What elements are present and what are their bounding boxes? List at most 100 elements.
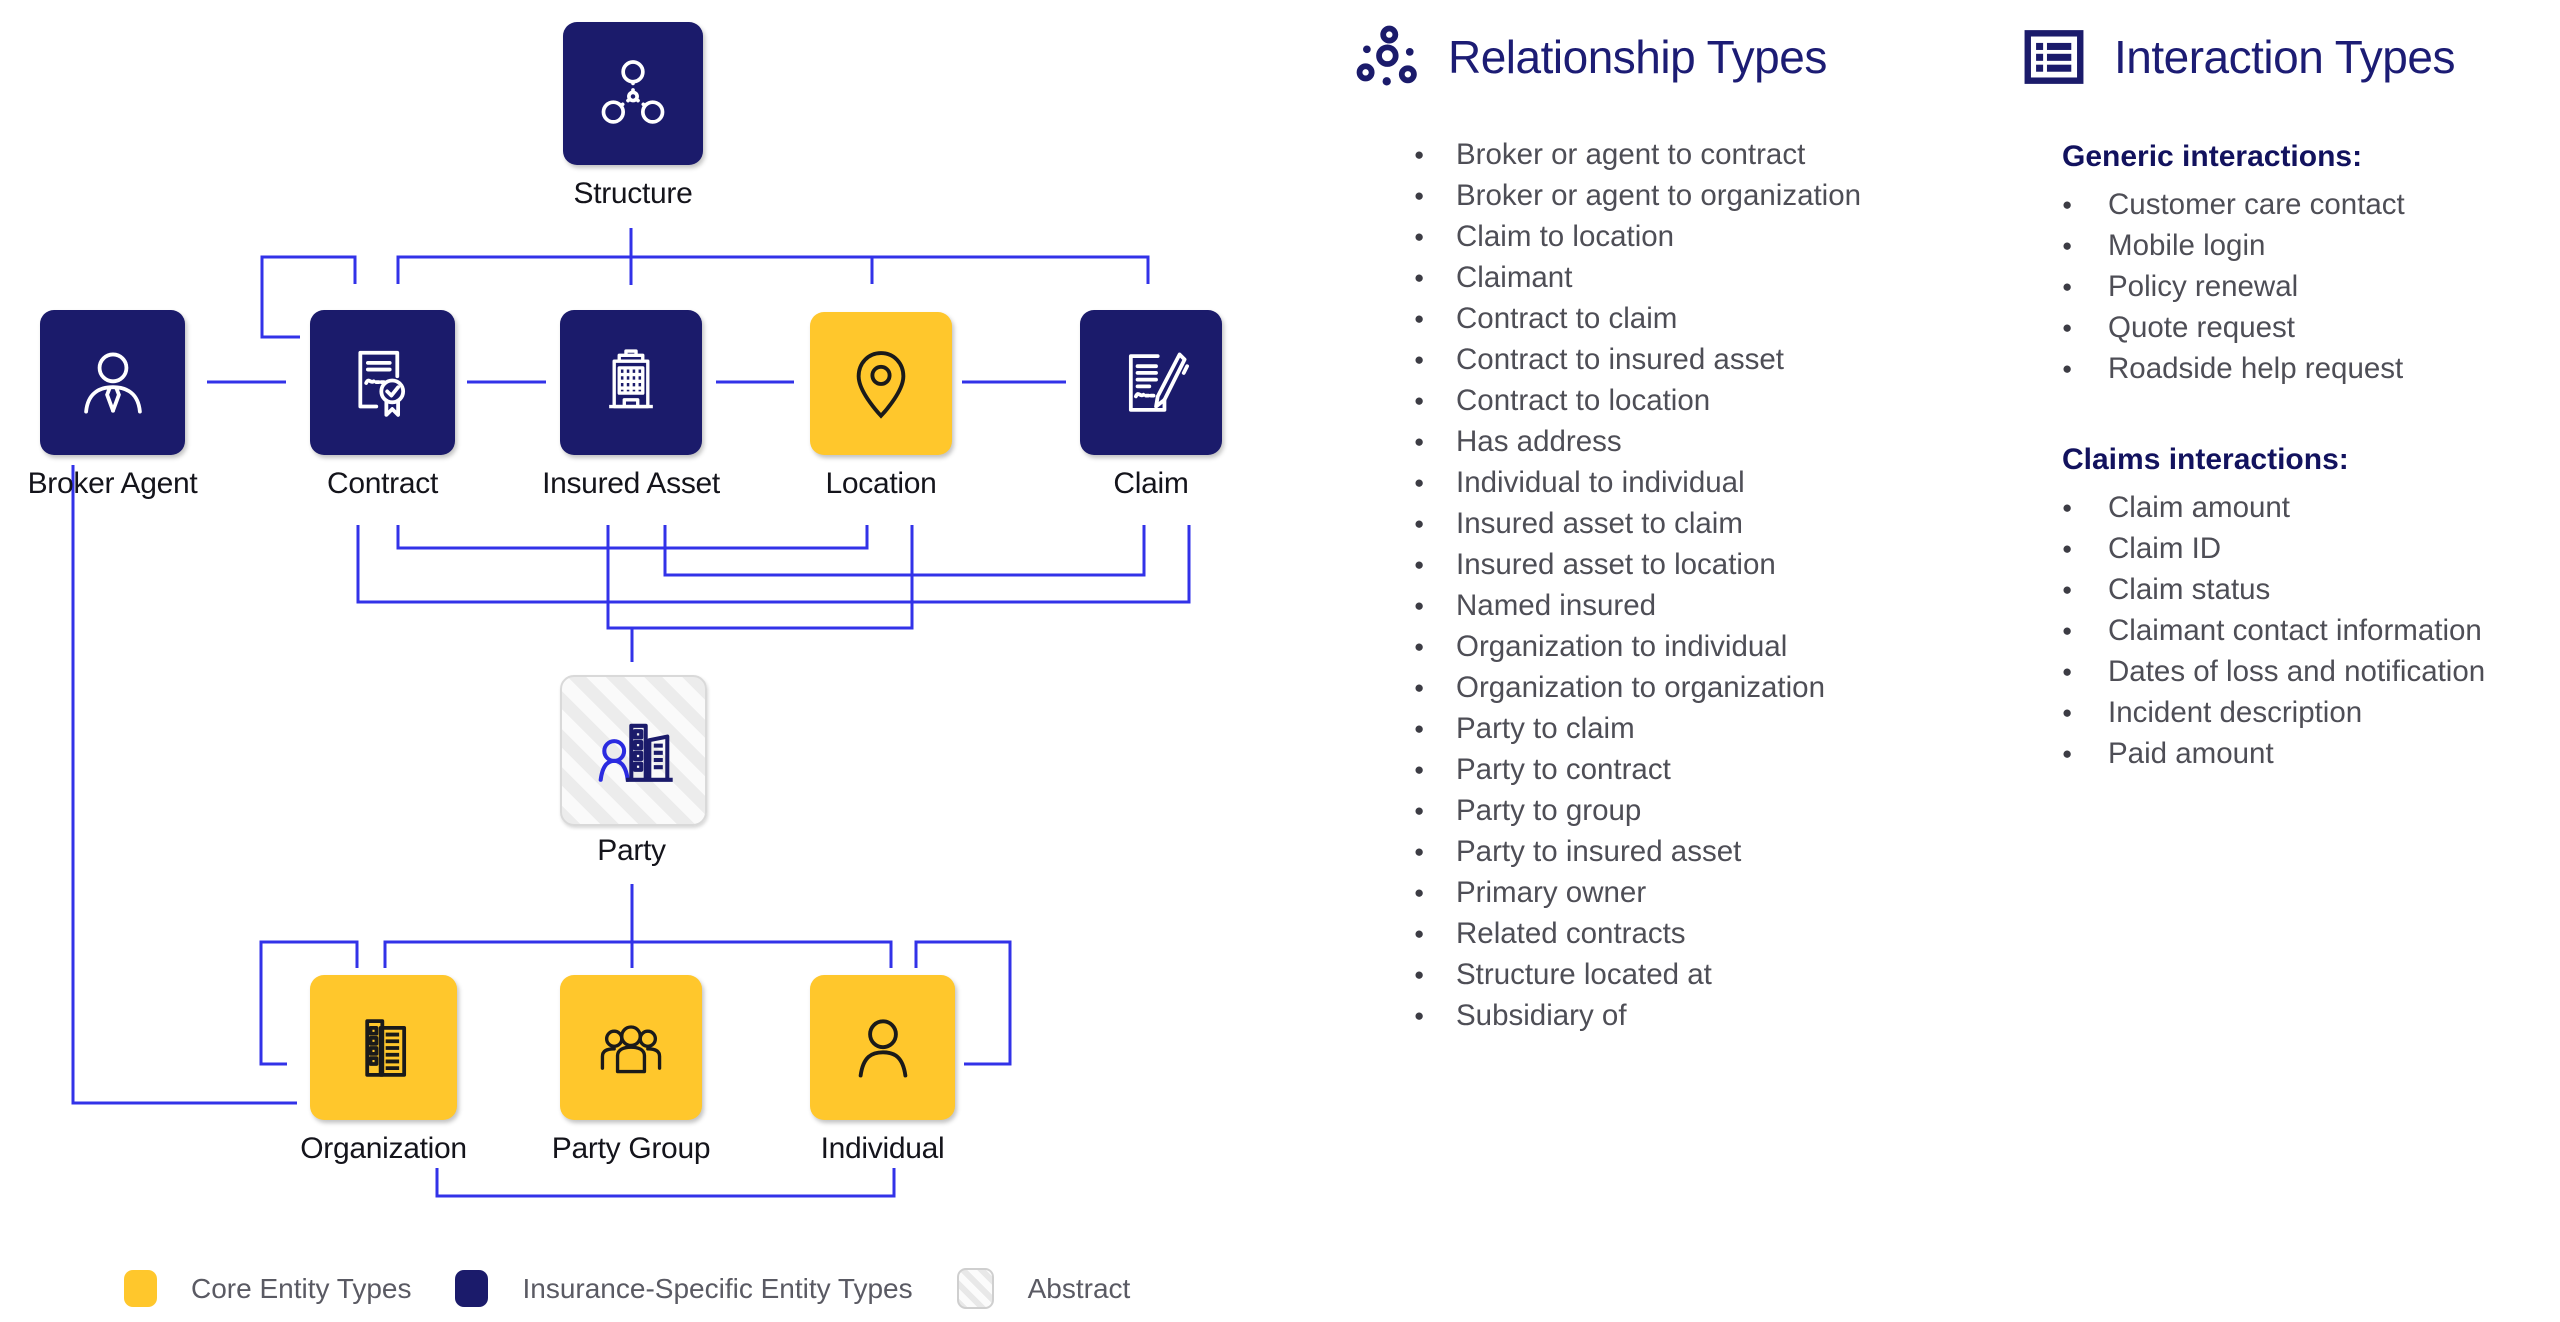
list-item-label: Related contracts [1456,916,1686,950]
bullet-icon: ● [1414,800,1425,820]
connector-line [260,255,357,339]
list-item-label: Primary owner [1456,875,1647,909]
connector-line [435,1168,896,1198]
connector-line [396,255,1150,284]
entity-party [560,675,707,826]
list-item: ●Party to claim [1414,708,2006,749]
list-item: ●Claimant [1414,257,2006,298]
bullet-icon: ● [1414,554,1425,574]
list-item: ●Paid amount [2062,733,2560,774]
list-item-label: Claimant contact information [2108,613,2482,647]
list-item: ●Insured asset to claim [1414,503,2006,544]
list-item: ●Party to insured asset [1414,831,2006,872]
bullet-icon: ● [1414,513,1425,533]
entity-label-individual: Individual [820,1132,945,1165]
list-item: ● Claimant contact information [2062,610,2560,651]
entity-label-location: Location [825,467,937,500]
document-pen-icon [1109,341,1193,425]
list-item: ●Roadside help request [2062,348,2560,389]
legend-label: Core Entity Types [191,1272,412,1304]
list-item-label: Has address [1456,424,1622,458]
list-item-label: Incident description [2108,695,2363,729]
connector-line [914,940,1012,1066]
list-item: ● Named insured [1414,585,2006,626]
connector-lines [71,228,1191,1198]
list-item: ● Individual to individual [1414,462,2006,503]
claims-interactions-heading: Claims interactions: [2062,443,2349,476]
bullet-icon: ● [1414,267,1425,287]
list-item-label: Insured asset to location [1456,547,1776,581]
connector-line [71,465,297,1105]
list-item: ●Mobile login [2062,225,2560,266]
entity-contract [310,310,455,455]
list-item: ●Claim status [2062,569,2560,610]
bullet-icon: ● [2062,620,2073,640]
bullet-icon: ● [1414,431,1425,451]
legend-swatch-abstract [956,1268,994,1309]
bullet-icon: ● [2062,497,2073,517]
entity-label-broker-agent: Broker Agent [27,467,198,500]
bullet-icon: ● [1414,144,1425,164]
entity-label-organization: Organization [300,1132,467,1165]
list-item: ●Policy renewal [2062,266,2560,307]
bullet-icon: ● [1414,677,1425,697]
list-item: ● Organization to individual [1414,626,2006,667]
people-group-icon [589,1006,673,1090]
relationship-types-header: Relationship Types [1356,24,2006,90]
bullet-icon: ● [1414,882,1425,902]
list-item-label: Subsidiary of [1456,998,1627,1032]
list-item-label: Contract to insured asset [1456,342,1784,376]
list-item-label: Individual to individual [1456,465,1745,499]
list-item: ●Structure located at [1414,954,2006,995]
list-item: ● Party to contract [1414,749,2006,790]
entity-structure [563,22,703,165]
legend-label: Insurance-Specific Entity Types [522,1272,913,1304]
boxed-list-icon [2022,25,2086,89]
list-item-label: Customer care contact [2108,187,2405,221]
list-item-label: Contract to claim [1456,301,1678,335]
list-item: ●Broker or agent to contract [1414,134,2006,175]
entity-label-party-group: Party Group [551,1132,711,1165]
list-item-label: Claim status [2108,572,2271,606]
list-item: ●Claim ID [2062,528,2560,569]
list-item: ●Claim amount [2062,487,2560,528]
bullet-icon: ● [1414,1005,1425,1025]
list-item-label: Named insured [1456,588,1657,622]
bullet-icon: ● [1414,185,1425,205]
list-item-label: Claim ID [2108,531,2222,565]
relationship-list: ●Broker or agent to contract●Broker or a… [1356,134,2006,1036]
list-item: ●Contract to insured asset [1414,339,2006,380]
list-item-label: Contract to location [1456,383,1711,417]
list-item-label: Organization to organization [1456,670,1825,704]
list-item: ●Claim to location [1414,216,2006,257]
list-item: ●Related contracts [1414,913,2006,954]
bullet-icon: ● [2062,661,2073,681]
relationship-types-panel: Relationship Types ●Broker or agent to c… [1356,24,2006,1036]
interaction-types-title: Interaction Types [2114,31,2455,83]
bullet-icon: ● [1414,595,1425,615]
list-item: ●Party to group [1414,790,2006,831]
legend-item: Insurance-Specific Entity Types [455,1270,913,1307]
legend-item: Core Entity Types [124,1270,411,1307]
list-item-label: Claim to location [1456,219,1675,253]
connector-line [259,940,359,1066]
legend-swatch-insurance [455,1270,489,1307]
connector-line [663,525,1146,577]
bullet-icon: ● [1414,472,1425,492]
interaction-types-panel: Interaction Types Generic interactions: … [2022,24,2560,774]
entity-party-group [560,975,702,1120]
list-item-label: Party to contract [1456,752,1671,786]
list-item: ●Broker or agent to organization [1414,175,2006,216]
network-icon [592,53,674,135]
bullet-icon: ● [1414,964,1425,984]
bullet-icon: ● [2062,702,2073,722]
bullet-icon: ● [1414,759,1425,779]
list-item-label: Organization to individual [1456,629,1788,663]
connector-line [356,525,1191,604]
bullet-icon: ● [1414,636,1425,656]
list-item: ●Contract to location [1414,380,2006,421]
legend: Core Entity Types Insurance-Specific Enti… [124,1268,1130,1309]
certificate-icon [341,341,425,425]
legend-swatch-core [124,1270,157,1307]
bullet-icon: ● [2062,276,2073,296]
